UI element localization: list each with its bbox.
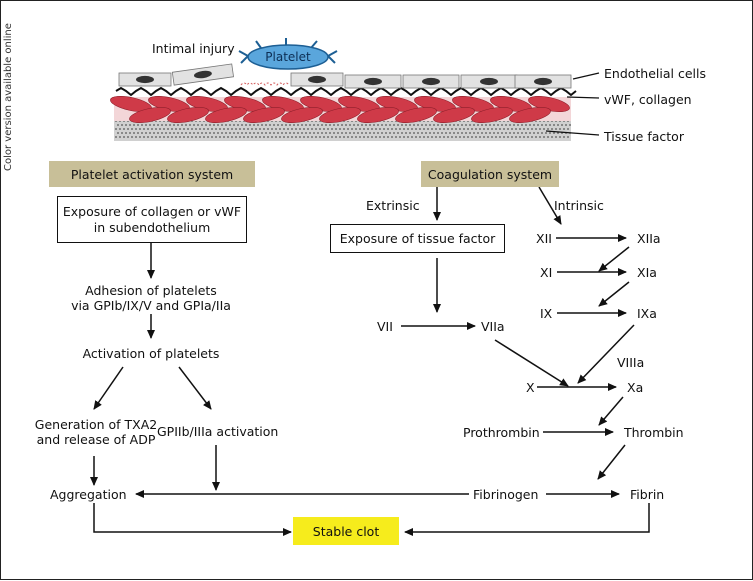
red-cell-layer: [110, 95, 571, 124]
arrow-coag-to-intrinsic: [538, 186, 562, 225]
gp-activation-text: GPIIb/IIIa activation: [157, 424, 279, 439]
red-cell: [357, 106, 399, 124]
tissue-factor-label: Tissue factor: [604, 129, 684, 144]
factor-x: X: [526, 380, 535, 395]
arrow-fibrin-to-clot: [404, 503, 650, 536]
red-cell: [395, 106, 437, 124]
fibrinogen-text: Fibrinogen: [473, 487, 539, 502]
arrow-xa-to-thrombin: [598, 396, 624, 426]
factor-viia: VIIa: [481, 319, 505, 334]
endothelial-cell: [171, 63, 234, 86]
label-line-tissue-factor: [545, 130, 600, 136]
arrow-aggregation-to-clot: [93, 503, 292, 536]
adhesion-line-2: via GPIb/IX/V and GPIa/IIa: [71, 298, 231, 313]
red-cell: [433, 106, 475, 124]
platelet-icon: [238, 38, 338, 70]
fibrin-text: Fibrin: [630, 487, 665, 502]
activation-text: Activation of platelets: [82, 346, 220, 361]
vessel-wall-illustration: [110, 38, 600, 141]
exposure-tissue-factor-box: Exposure of tissue factor: [330, 224, 505, 253]
red-cell: [509, 106, 551, 124]
arrow-xiia-to-xi: [598, 246, 630, 272]
red-cell: [243, 106, 285, 124]
arrow-viia-to-x: [494, 339, 569, 387]
factor-viiia: VIIIa: [617, 355, 645, 370]
endothelial-cell-row: [118, 63, 572, 89]
factor-xii: XII: [536, 231, 552, 246]
txa2-line-2: and release of ADP: [36, 432, 156, 447]
stable-clot-box: Stable clot: [293, 517, 399, 545]
endothelial-cell: [514, 74, 572, 89]
intrinsic-label: Intrinsic: [554, 198, 604, 213]
red-cell: [319, 106, 361, 124]
label-line-vwf: [566, 96, 600, 99]
thrombin-text: Thrombin: [624, 425, 684, 440]
endothelial-cell: [402, 74, 460, 89]
arrow-activation-to-gp: [178, 366, 212, 410]
prothrombin-text: Prothrombin: [463, 425, 540, 440]
endothelial-cell: [344, 74, 402, 89]
arrow-ixa-to-x: [577, 324, 635, 384]
endothelial-cell: [118, 72, 172, 87]
red-cell: [129, 106, 171, 124]
platelet-label: Platelet: [265, 50, 311, 64]
exposure-line-1: Exposure of collagen or vWF: [62, 203, 242, 219]
factor-xia: XIa: [637, 265, 657, 280]
factor-xa: Xa: [627, 380, 644, 395]
factor-xi: XI: [540, 265, 553, 280]
intimal-injury-label: Intimal injury: [152, 41, 235, 56]
vwf-collagen-label: vWF, collagen: [604, 92, 692, 107]
vwf-collagen-layer: [115, 82, 577, 97]
factor-ixa: IXa: [637, 306, 657, 321]
exposure-line-2: in subendothelium: [93, 219, 211, 235]
exposure-collagen-box: Exposure of collagen or vWF in subendoth…: [57, 196, 247, 243]
endothelial-cell: [290, 72, 344, 87]
txa2-text: Generation of TXA2 and release of ADP: [21, 417, 171, 447]
factor-xiia: XIIa: [637, 231, 661, 246]
side-note: Color version available online: [3, 23, 14, 171]
endothelial-cell: [460, 74, 518, 89]
label-line-endothelial: [572, 72, 600, 80]
red-cell: [167, 106, 209, 124]
red-cell: [281, 106, 323, 124]
coagulation-system-header: Coagulation system: [421, 161, 559, 187]
aggregation-text: Aggregation: [50, 487, 127, 502]
adhesion-line-1: Adhesion of platelets: [85, 283, 217, 298]
factor-ix: IX: [540, 306, 553, 321]
red-cell: [205, 106, 247, 124]
arrow-thrombin-to-fibrin: [597, 444, 626, 480]
txa2-line-1: Generation of TXA2: [34, 417, 158, 432]
platelet-system-header: Platelet activation system: [49, 161, 255, 187]
factor-vii: VII: [377, 319, 393, 334]
adhesion-text: Adhesion of platelets via GPIb/IX/V and …: [51, 283, 251, 313]
red-cell: [471, 106, 513, 124]
arrow-xia-to-ix: [598, 281, 630, 307]
arrow-activation-to-txa2: [93, 366, 124, 410]
extrinsic-label: Extrinsic: [366, 198, 420, 213]
svg-text:Color version available online: Color version available online: [3, 23, 14, 171]
endothelial-cells-label: Endothelial cells: [604, 66, 706, 81]
